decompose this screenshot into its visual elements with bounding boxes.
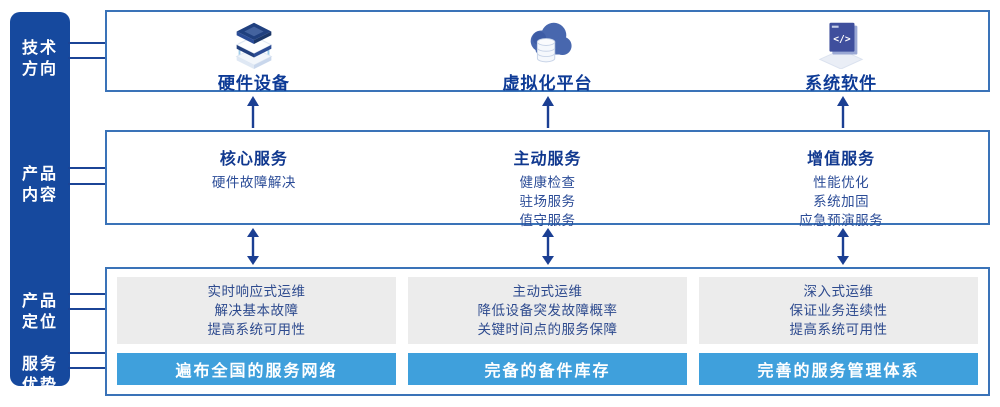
tech-column-system-software: </> 系统软件 xyxy=(694,12,988,93)
tech-direction-panel: 硬件设备 虚拟化平台 xyxy=(105,10,990,93)
service-title: 核心服务 xyxy=(219,151,288,168)
service-column-core: 核心服务 硬件故障解决 xyxy=(107,132,401,223)
advantage-bar: 完善的服务管理体系 xyxy=(699,353,978,385)
sidebar-label-line: 内容 xyxy=(21,187,58,204)
connector-line xyxy=(68,308,106,310)
positioning-line: 解决基本故障 xyxy=(214,303,299,319)
positioning-card: 主动式运维 降低设备突发故障概率 关键时间点的服务保障 xyxy=(408,277,687,345)
service-column-proactive: 主动服务 健康检查 驻场服务 值守服务 xyxy=(401,132,695,228)
sidebar-label-line: 定位 xyxy=(21,314,58,331)
server-stack-icon xyxy=(227,17,281,69)
advantage-bar: 遍布全国的服务网络 xyxy=(117,353,396,385)
service-item: 性能优化 xyxy=(813,175,870,190)
service-item: 健康检查 xyxy=(519,175,576,190)
product-content-panel: 核心服务 硬件故障解决 主动服务 健康检查 驻场服务 值守服务 增值服务 性能优… xyxy=(105,130,990,228)
bottom-column-indepth: 深入式运维 保证业务连续性 提高系统可用性 完善的服务管理体系 xyxy=(699,277,978,385)
up-arrow xyxy=(247,96,259,128)
positioning-advantage-panel: 实时响应式运维 解决基本故障 提高系统可用性 遍布全国的服务网络 主动式运维 降… xyxy=(105,267,990,396)
connector-line xyxy=(68,352,106,354)
service-item: 硬件故障解决 xyxy=(211,175,296,190)
bottom-column-proactive: 主动式运维 降低设备突发故障概率 关键时间点的服务保障 完备的备件库存 xyxy=(408,277,687,385)
service-item: 驻场服务 xyxy=(519,194,576,209)
code-window-icon: </> xyxy=(814,17,868,69)
connector-line xyxy=(68,293,106,295)
positioning-card: 深入式运维 保证业务连续性 提高系统可用性 xyxy=(699,277,978,345)
tech-label: 系统软件 xyxy=(805,74,878,93)
svg-text:</>: </> xyxy=(833,34,851,45)
connector-line xyxy=(68,367,106,369)
up-arrow xyxy=(837,96,849,128)
bottom-column-realtime: 实时响应式运维 解决基本故障 提高系统可用性 遍布全国的服务网络 xyxy=(117,277,396,385)
tech-label: 硬件设备 xyxy=(217,74,290,93)
sidebar-label-line: 服务 xyxy=(21,356,58,373)
sidebar-label-product-content: 产品 内容 xyxy=(10,164,70,206)
sidebar-label-tech-direction: 技术 方向 xyxy=(10,38,70,80)
double-arrow xyxy=(542,228,554,265)
service-title: 增值服务 xyxy=(807,151,876,168)
sidebar-label-line: 技术 xyxy=(21,40,58,57)
sidebar: 技术 方向 产品 内容 产品 定位 服务 优势 xyxy=(10,12,70,394)
sidebar-label-line: 产品 xyxy=(21,293,58,310)
positioning-line: 深入式运维 xyxy=(803,284,874,300)
positioning-line: 主动式运维 xyxy=(512,284,583,300)
service-item: 值守服务 xyxy=(519,213,576,228)
tech-label: 虚拟化平台 xyxy=(502,74,593,93)
tech-column-hardware: 硬件设备 xyxy=(107,12,401,93)
positioning-line: 降低设备突发故障概率 xyxy=(477,303,618,319)
advantage-bar: 完备的备件库存 xyxy=(408,353,687,385)
service-column-value-added: 增值服务 性能优化 系统加固 应急预演服务 xyxy=(694,132,988,228)
positioning-line: 实时响应式运维 xyxy=(207,284,306,300)
service-item: 系统加固 xyxy=(813,194,870,209)
service-title: 主动服务 xyxy=(513,151,582,168)
positioning-line: 关键时间点的服务保障 xyxy=(477,322,618,338)
connector-line xyxy=(68,42,106,44)
connector-line xyxy=(68,183,106,185)
double-arrow xyxy=(247,228,259,265)
positioning-line: 提高系统可用性 xyxy=(789,322,888,338)
sidebar-label-product-positioning: 产品 定位 xyxy=(10,291,70,333)
positioning-line: 保证业务连续性 xyxy=(789,303,888,319)
connector-line xyxy=(68,57,106,59)
sidebar-label-line: 优势 xyxy=(21,377,58,394)
sidebar-label-line: 产品 xyxy=(21,166,58,183)
tech-column-virtualization: 虚拟化平台 xyxy=(401,12,695,93)
positioning-card: 实时响应式运维 解决基本故障 提高系统可用性 xyxy=(117,277,396,345)
positioning-line: 提高系统可用性 xyxy=(207,322,306,338)
connector-line xyxy=(68,167,106,169)
double-arrow xyxy=(837,228,849,265)
cloud-database-icon xyxy=(521,17,575,69)
up-arrow xyxy=(542,96,554,128)
service-item: 应急预演服务 xyxy=(799,213,884,228)
sidebar-label-line: 方向 xyxy=(21,61,58,78)
sidebar-label-service-advantage: 服务 优势 xyxy=(10,354,70,396)
